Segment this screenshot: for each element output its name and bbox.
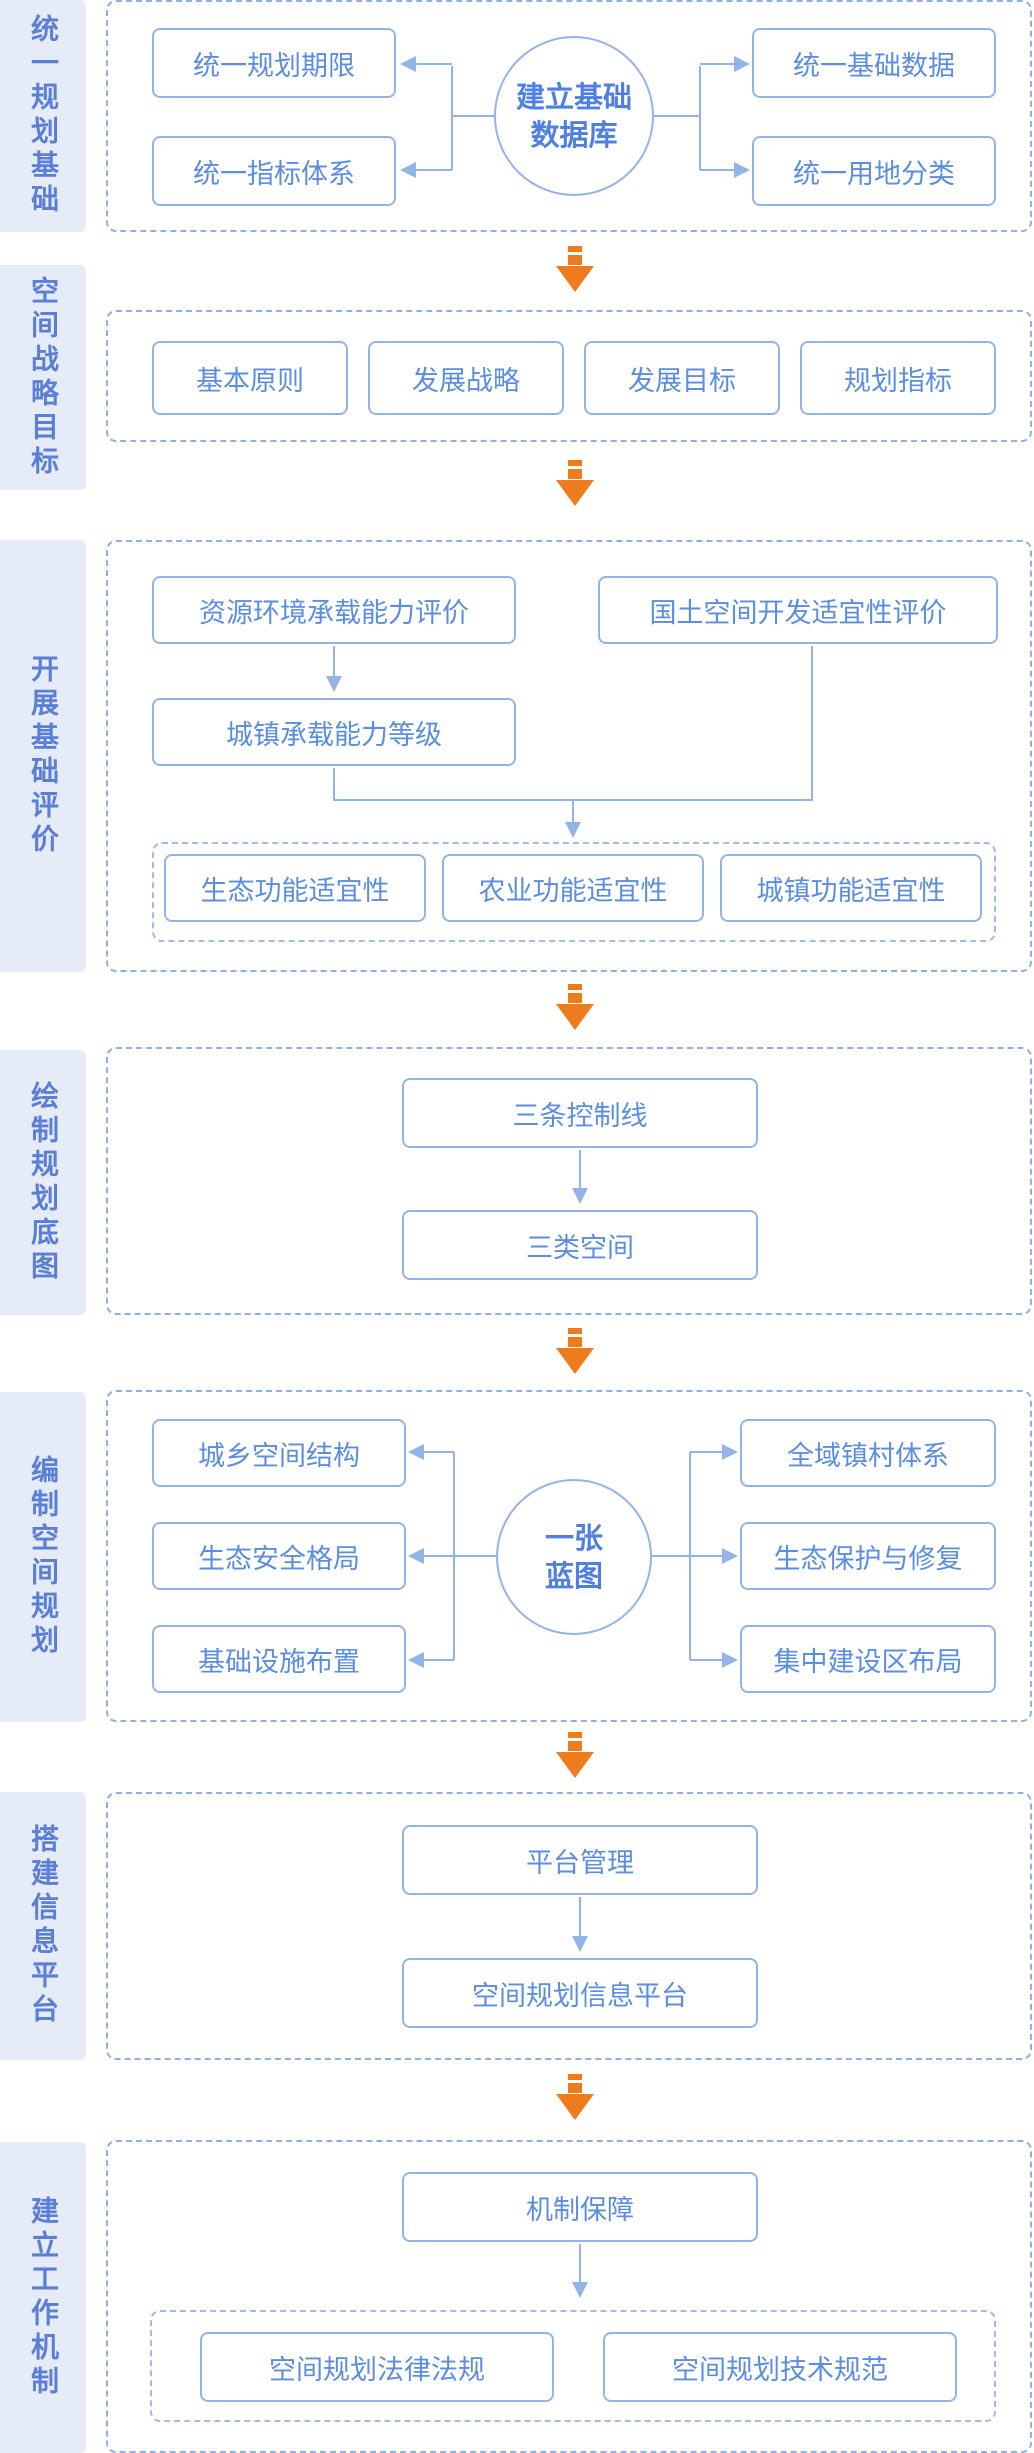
node-unify-landuse: 统一用地分类	[752, 136, 996, 206]
node-town-suitability: 城镇功能适宜性	[720, 854, 982, 922]
section-box-6	[106, 1792, 1032, 2060]
node-mechanism: 机制保障	[402, 2172, 758, 2242]
section-label-7: 建立工作机制	[0, 2142, 86, 2453]
flow-arrow-5	[556, 1732, 594, 1778]
node-indicator: 规划指标	[800, 341, 996, 415]
node-tech-standards: 空间规划技术规范	[603, 2332, 957, 2402]
flow-arrow-2	[556, 460, 594, 506]
section-label-4: 绘制规划底图	[0, 1050, 86, 1315]
node-town-capacity: 城镇承载能力等级	[152, 698, 516, 766]
section-box-1	[106, 0, 1032, 232]
node-urban-rural-structure: 城乡空间结构	[152, 1419, 406, 1487]
node-eco-suitability: 生态功能适宜性	[164, 854, 426, 922]
flow-arrow-3	[556, 984, 594, 1030]
section-label-text: 建立工作机制	[27, 2195, 60, 2400]
flow-arrow-1	[556, 246, 594, 292]
node-info-platform: 空间规划信息平台	[402, 1958, 758, 2028]
node-eco-restoration: 生态保护与修复	[740, 1522, 996, 1590]
node-infrastructure: 基础设施布置	[152, 1625, 406, 1693]
node-unify-data: 统一基础数据	[752, 28, 996, 98]
node-construction-zone: 集中建设区布局	[740, 1625, 996, 1693]
center-blueprint: 一张 蓝图	[496, 1479, 652, 1635]
section-label-6: 搭建信息平台	[0, 1792, 86, 2060]
section-box-3	[106, 540, 1032, 972]
center-line-1: 建立基础	[515, 80, 632, 114]
node-unify-index: 统一指标体系	[152, 136, 396, 206]
section-label-text: 开展基础评价	[27, 654, 60, 858]
section-label-5: 编制空间规划	[0, 1392, 86, 1722]
section-box-5	[106, 1390, 1032, 1722]
section-label-text: 绘制规划底图	[27, 1080, 60, 1285]
center-line-2: 数据库	[530, 118, 618, 152]
section-label-text: 空间战略目标	[27, 275, 60, 480]
node-goal: 发展目标	[584, 341, 780, 415]
node-three-spaces: 三类空间	[402, 1210, 758, 1280]
node-dev-suitability: 国土空间开发适宜性评价	[598, 576, 998, 644]
section-box-7	[106, 2140, 1032, 2453]
suitability-group	[152, 842, 996, 942]
node-principle: 基本原则	[152, 341, 348, 415]
node-laws: 空间规划法律法规	[200, 2332, 554, 2402]
center-line-2: 蓝图	[544, 1559, 603, 1593]
node-village-system: 全域镇村体系	[740, 1419, 996, 1487]
node-eco-security: 生态安全格局	[152, 1522, 406, 1590]
section-box-2	[106, 310, 1032, 442]
section-label-1: 统一规划基础	[0, 0, 86, 232]
node-platform-management: 平台管理	[402, 1825, 758, 1895]
flow-arrow-6	[556, 2074, 594, 2120]
section-label-text: 编制空间规划	[27, 1455, 60, 1659]
node-agri-suitability: 农业功能适宜性	[442, 854, 704, 922]
flow-arrow-4	[556, 1328, 594, 1374]
node-resource-capacity: 资源环境承载能力评价	[152, 576, 516, 644]
section-label-3: 开展基础评价	[0, 540, 86, 972]
center-database: 建立基础 数据库	[494, 36, 654, 196]
center-line-1: 一张	[544, 1521, 603, 1555]
regulation-group	[150, 2310, 996, 2422]
node-unify-period: 统一规划期限	[152, 28, 396, 98]
section-label-2: 空间战略目标	[0, 265, 86, 490]
section-label-text: 搭建信息平台	[27, 1824, 60, 2028]
section-label-text: 统一规划基础	[27, 14, 60, 218]
node-strategy: 发展战略	[368, 341, 564, 415]
section-box-4	[106, 1047, 1032, 1315]
node-three-lines: 三条控制线	[402, 1078, 758, 1148]
